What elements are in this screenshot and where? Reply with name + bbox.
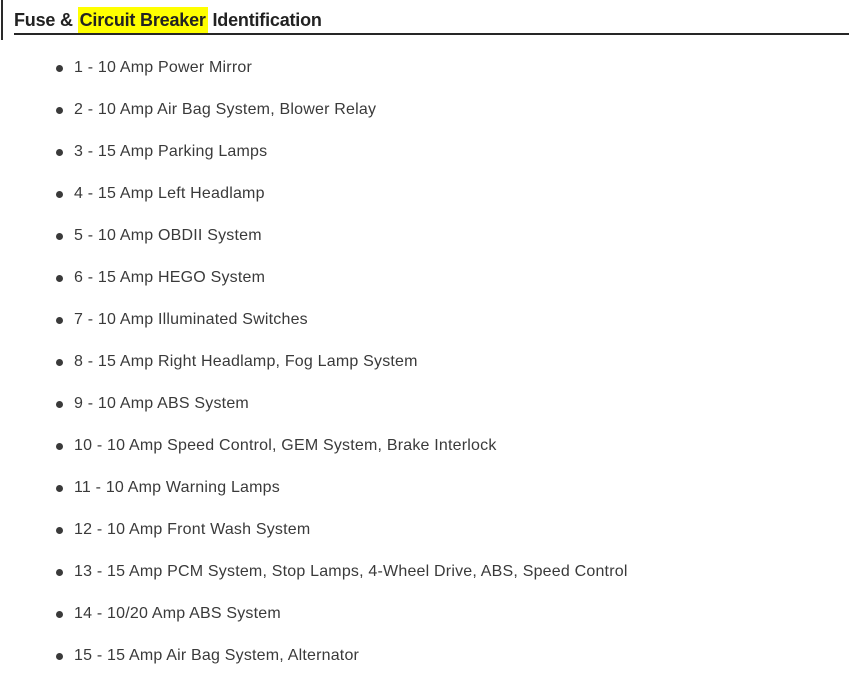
list-item: 8 - 15 Amp Right Headlamp, Fog Lamp Syst…: [0, 341, 849, 383]
list-item: 3 - 15 Amp Parking Lamps: [0, 131, 849, 173]
list-item-text: 11 - 10 Amp Warning Lamps: [74, 479, 280, 496]
bullet-icon: [56, 442, 63, 450]
list-item: 11 - 10 Amp Warning Lamps: [0, 467, 849, 509]
bullet-icon: [56, 484, 63, 492]
bullet-icon: [56, 148, 63, 156]
page-title: Fuse & Circuit Breaker Identification: [14, 7, 322, 33]
bullet-icon: [56, 358, 63, 366]
list-item-text: 13 - 15 Amp PCM System, Stop Lamps, 4-Wh…: [74, 563, 628, 580]
list-item: 6 - 15 Amp HEGO System: [0, 257, 849, 299]
bullet-icon: [56, 64, 63, 72]
list-item-text: 15 - 15 Amp Air Bag System, Alternator: [74, 647, 360, 664]
list-item-text: 2 - 10 Amp Air Bag System, Blower Relay: [74, 101, 377, 118]
list-item: 4 - 15 Amp Left Headlamp: [0, 173, 849, 215]
list-item: 13 - 15 Amp PCM System, Stop Lamps, 4-Wh…: [0, 551, 849, 593]
list-item-text: 12 - 10 Amp Front Wash System: [74, 521, 311, 538]
bullet-icon: [56, 610, 63, 618]
bullet-icon: [56, 568, 63, 576]
list-item: 10 - 10 Amp Speed Control, GEM System, B…: [0, 425, 849, 467]
list-item: 12 - 10 Amp Front Wash System: [0, 509, 849, 551]
list-item-text: 14 - 10/20 Amp ABS System: [74, 605, 281, 622]
list-item-text: 10 - 10 Amp Speed Control, GEM System, B…: [74, 437, 497, 454]
list-item-text: 6 - 15 Amp HEGO System: [74, 269, 266, 286]
bullet-icon: [56, 232, 63, 240]
list-item-text: 8 - 15 Amp Right Headlamp, Fog Lamp Syst…: [74, 353, 418, 370]
page-header: Fuse & Circuit Breaker Identification: [14, 0, 849, 35]
list-item: 14 - 10/20 Amp ABS System: [0, 593, 849, 635]
bullet-icon: [56, 400, 63, 408]
bullet-icon: [56, 526, 63, 534]
fuse-list: 1 - 10 Amp Power Mirror 2 - 10 Amp Air B…: [0, 47, 849, 677]
list-item-text: 1 - 10 Amp Power Mirror: [74, 59, 252, 76]
list-item-text: 7 - 10 Amp Illuminated Switches: [74, 311, 308, 328]
list-item: 1 - 10 Amp Power Mirror: [0, 47, 849, 89]
list-item: 7 - 10 Amp Illuminated Switches: [0, 299, 849, 341]
page-title-prefix: Fuse &: [14, 10, 78, 30]
bullet-icon: [56, 190, 63, 198]
list-item: 5 - 10 Amp OBDII System: [0, 215, 849, 257]
bullet-icon: [56, 106, 63, 114]
list-item-text: 9 - 10 Amp ABS System: [74, 395, 249, 412]
list-item: 9 - 10 Amp ABS System: [0, 383, 849, 425]
page-title-highlight: Circuit Breaker: [77, 7, 208, 33]
list-item-text: 3 - 15 Amp Parking Lamps: [74, 143, 268, 160]
list-item-text: 5 - 10 Amp OBDII System: [74, 227, 262, 244]
bullet-icon: [56, 316, 63, 324]
left-border-line: [1, 0, 3, 40]
page-title-suffix: Identification: [207, 10, 322, 30]
bullet-icon: [56, 274, 63, 282]
list-item: 15 - 15 Amp Air Bag System, Alternator: [0, 635, 849, 677]
bullet-icon: [56, 652, 63, 660]
list-item-text: 4 - 15 Amp Left Headlamp: [74, 185, 265, 202]
list-item: 2 - 10 Amp Air Bag System, Blower Relay: [0, 89, 849, 131]
